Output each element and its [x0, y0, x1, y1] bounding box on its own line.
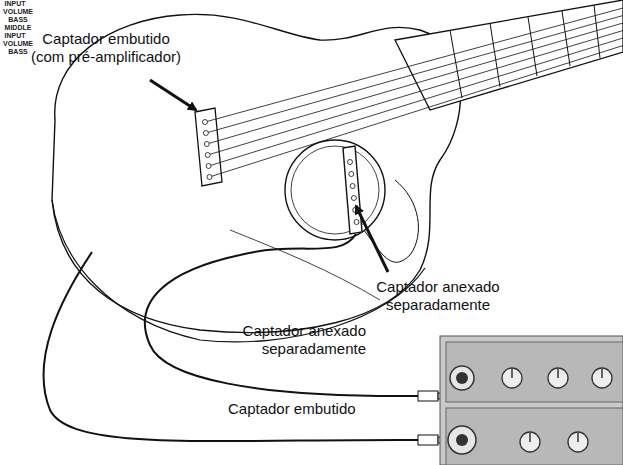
- guitar-string: [210, 46, 623, 178]
- bridge-pin: [207, 175, 212, 180]
- bridge-pin: [204, 142, 209, 147]
- panel-label: INPUT: [0, 0, 30, 8]
- guitar-string: [209, 38, 623, 166]
- part-label: Captador anexado separadamente: [368, 278, 508, 314]
- bridge-pin: [203, 131, 208, 136]
- pickup-pole: [351, 196, 356, 201]
- panel-label: INPUT: [0, 32, 30, 40]
- pickup-pole: [354, 220, 359, 225]
- panel-label: VOLUME: [0, 8, 36, 16]
- part-label: Captador embutido: [228, 400, 388, 418]
- panel-label: BASS: [0, 48, 36, 56]
- guitar-string: [205, 8, 623, 122]
- pickup-pole: [350, 184, 355, 189]
- pickup-pole: [349, 172, 354, 177]
- guitar-string: [207, 23, 623, 144]
- pickup-pole: [348, 160, 353, 165]
- panel-label: MIDDLE: [0, 24, 36, 32]
- panel-label: VOLUME: [0, 40, 36, 48]
- panel-label: BASS: [0, 16, 36, 24]
- guitar-string: [208, 31, 623, 156]
- guitar-string: [206, 16, 623, 134]
- bridge-pin: [206, 164, 211, 169]
- bridge-pin: [205, 153, 210, 158]
- part-label: Captador embutido (com pré-amplificador): [28, 30, 184, 66]
- bridge-pin: [203, 120, 208, 125]
- part-label: Captador anexado separadamente: [226, 322, 366, 358]
